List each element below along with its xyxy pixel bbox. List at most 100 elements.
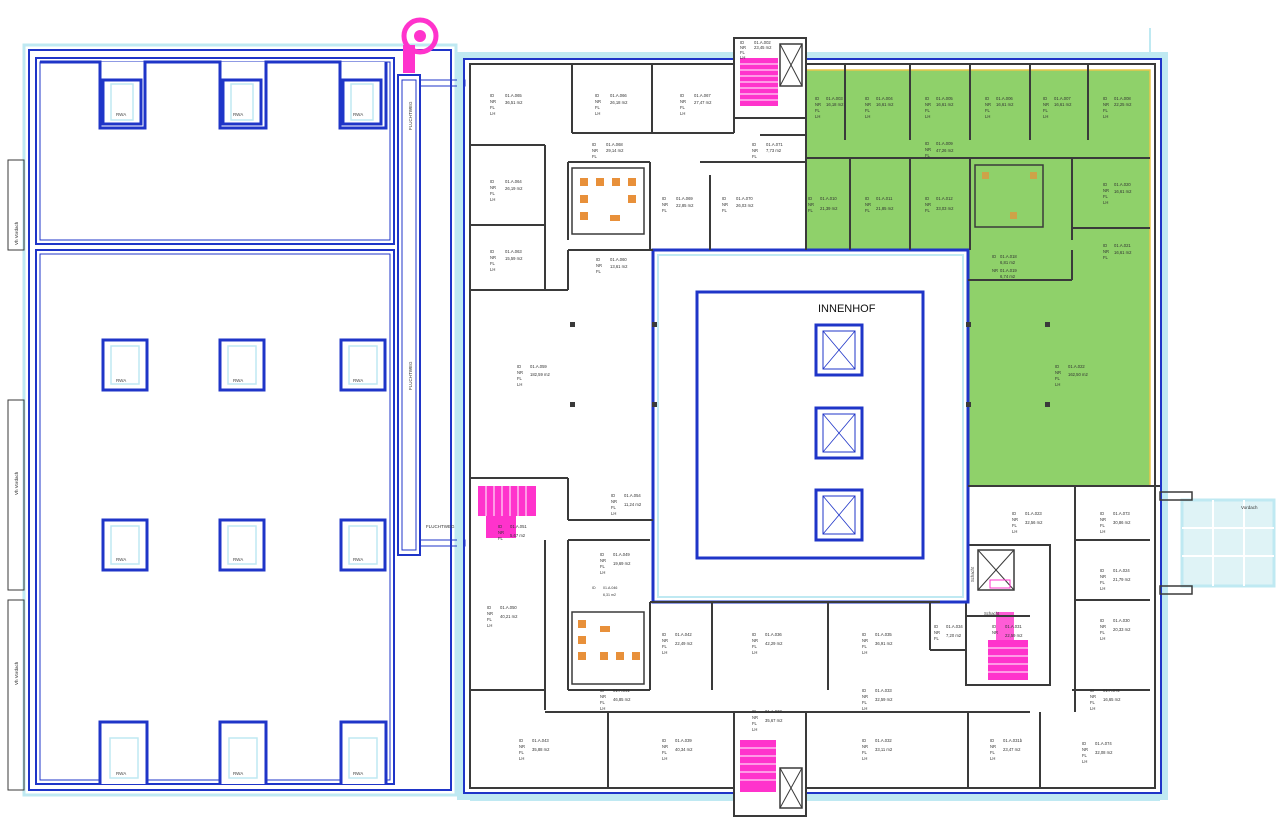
svg-text:FL: FL bbox=[1103, 255, 1109, 260]
svg-text:FL: FL bbox=[490, 191, 496, 196]
room-label: ID NR FL 01.A.068 29,14 m2 bbox=[592, 142, 624, 159]
svg-text:NR: NR bbox=[740, 45, 746, 50]
svg-text:ID: ID bbox=[517, 364, 521, 369]
svg-text:21,39 m2: 21,39 m2 bbox=[820, 206, 838, 211]
room-label: ID NR FL LH 01.A.059 182,59 m2 bbox=[517, 364, 550, 387]
svg-text:LH: LH bbox=[662, 756, 667, 761]
courtyard-skylight-icons bbox=[814, 323, 864, 542]
room-label: ID NR FL 01.A.069 22,85 m2 bbox=[662, 196, 694, 213]
room-label: ID NR FL LH 01.A.020 16,61 m2 bbox=[1103, 182, 1132, 205]
svg-text:01.A.069: 01.A.069 bbox=[676, 196, 693, 201]
svg-text:ID: ID bbox=[490, 179, 494, 184]
svg-text:7,73 m2: 7,73 m2 bbox=[766, 148, 782, 153]
svg-text:29,14 m2: 29,14 m2 bbox=[606, 148, 624, 153]
svg-text:NR: NR bbox=[662, 744, 668, 749]
svg-text:LH: LH bbox=[490, 111, 495, 116]
svg-text:FL: FL bbox=[600, 700, 606, 705]
svg-text:FL: FL bbox=[990, 750, 996, 755]
room-label: ID NR FL 01.A.009 47,26 m2 bbox=[925, 141, 954, 158]
svg-text:FL: FL bbox=[808, 208, 814, 213]
svg-text:26,18 m2: 26,18 m2 bbox=[610, 100, 628, 105]
svg-text:5,67 m2: 5,67 m2 bbox=[510, 533, 526, 538]
svg-text:FL: FL bbox=[985, 108, 991, 113]
svg-text:NR: NR bbox=[487, 611, 493, 616]
svg-text:ID: ID bbox=[1100, 511, 1104, 516]
svg-text:01.A.011: 01.A.011 bbox=[876, 196, 893, 201]
svg-text:01.A.021: 01.A.021 bbox=[1114, 243, 1131, 248]
svg-text:22,49 m2: 22,49 m2 bbox=[675, 641, 693, 646]
svg-text:LH: LH bbox=[862, 756, 867, 761]
svg-text:01.A.067: 01.A.067 bbox=[694, 93, 711, 98]
svg-text:FL: FL bbox=[662, 208, 668, 213]
room-label: ID NR FL 01.A.071 7,73 m2 bbox=[752, 142, 783, 159]
main-building: Schacht Schacht Vordach INNENHOF bbox=[457, 28, 1276, 817]
svg-text:NR: NR bbox=[1100, 574, 1106, 579]
svg-text:NR: NR bbox=[722, 202, 728, 207]
svg-text:FL: FL bbox=[519, 750, 525, 755]
svg-text:ID: ID bbox=[740, 40, 744, 45]
svg-text:LH: LH bbox=[1012, 529, 1017, 534]
svg-text:23,47 m2: 23,47 m2 bbox=[1003, 747, 1021, 752]
svg-text:01.A.051: 01.A.051 bbox=[510, 524, 527, 529]
svg-text:NR: NR bbox=[600, 694, 606, 699]
svg-text:01.A.039: 01.A.039 bbox=[675, 738, 692, 743]
svg-text:ID: ID bbox=[722, 196, 726, 201]
svg-text:LH: LH bbox=[740, 55, 745, 60]
svg-text:FL: FL bbox=[925, 108, 931, 113]
room-label: ID NR FL 01.A.011 21,85 m2 bbox=[865, 196, 894, 213]
room-label: ID NR FL LH 01.A.032 33,11 m2 bbox=[862, 738, 893, 761]
svg-text:01.A.024: 01.A.024 bbox=[1113, 568, 1130, 573]
svg-text:NR: NR bbox=[925, 202, 931, 207]
svg-text:22,25 m2: 22,25 m2 bbox=[1114, 102, 1132, 107]
rwa-label: RWA bbox=[233, 112, 243, 117]
svg-text:FL: FL bbox=[722, 208, 728, 213]
svg-text:32,59 m2: 32,59 m2 bbox=[875, 697, 893, 702]
svg-text:FL: FL bbox=[1090, 700, 1096, 705]
svg-text:NR: NR bbox=[985, 102, 991, 107]
room-label: ID NR FL LH 01.A.037 35,67 m2 bbox=[752, 709, 783, 732]
svg-text:01.A.043: 01.A.043 bbox=[532, 738, 549, 743]
svg-text:LH: LH bbox=[1103, 200, 1108, 205]
svg-text:01.A.074: 01.A.074 bbox=[1095, 741, 1112, 746]
svg-text:LH: LH bbox=[1082, 759, 1087, 764]
svg-text:01.A.037: 01.A.037 bbox=[765, 709, 782, 714]
svg-text:16,61 m2: 16,61 m2 bbox=[936, 102, 954, 107]
rwa-label: RWA bbox=[116, 112, 126, 117]
room-label: ID NR FL LH 01.A.067 27,47 m2 bbox=[680, 93, 712, 116]
svg-text:01.A.012: 01.A.012 bbox=[936, 196, 953, 201]
svg-text:NR: NR bbox=[490, 99, 496, 104]
svg-text:01.A.065: 01.A.065 bbox=[505, 93, 522, 98]
svg-text:ID: ID bbox=[752, 632, 756, 637]
svg-text:NR: NR bbox=[925, 102, 931, 107]
svg-text:ID: ID bbox=[865, 96, 869, 101]
svg-text:LH: LH bbox=[815, 114, 820, 119]
svg-text:16,61 m2: 16,61 m2 bbox=[1054, 102, 1072, 107]
svg-text:01.A.010: 01.A.010 bbox=[820, 196, 837, 201]
sanitary-core-bottom bbox=[571, 611, 645, 685]
structural-columns bbox=[570, 322, 1050, 407]
svg-text:LH: LH bbox=[600, 570, 605, 575]
svg-text:FL: FL bbox=[934, 636, 940, 641]
svg-text:FL: FL bbox=[1012, 523, 1018, 528]
svg-text:01.A.036: 01.A.036 bbox=[765, 632, 782, 637]
svg-text:LH: LH bbox=[1103, 114, 1108, 119]
svg-text:FL: FL bbox=[592, 154, 598, 159]
room-label: ID NR FL LH 01.A.033 32,59 m2 bbox=[862, 688, 893, 711]
stair-top-icon bbox=[740, 58, 778, 106]
svg-text:40,34 m2: 40,34 m2 bbox=[675, 747, 693, 752]
svg-text:01.A.022: 01.A.022 bbox=[1068, 364, 1085, 369]
svg-text:NR: NR bbox=[490, 255, 496, 260]
svg-text:ID: ID bbox=[985, 96, 989, 101]
svg-text:LH: LH bbox=[519, 756, 524, 761]
svg-text:16,65 m2: 16,65 m2 bbox=[1103, 697, 1121, 702]
room-label: ID NR FL LH 01.A.008 22,25 m2 bbox=[1103, 96, 1132, 119]
svg-text:ID: ID bbox=[498, 524, 502, 529]
svg-text:NR: NR bbox=[1103, 102, 1109, 107]
schacht-label: Schacht bbox=[984, 611, 1000, 616]
svg-text:NR: NR bbox=[1100, 517, 1106, 522]
svg-text:LH: LH bbox=[600, 706, 605, 711]
svg-text:ID: ID bbox=[865, 196, 869, 201]
svg-text:LH: LH bbox=[487, 623, 492, 628]
vordach-label: Vordach bbox=[1241, 505, 1258, 510]
